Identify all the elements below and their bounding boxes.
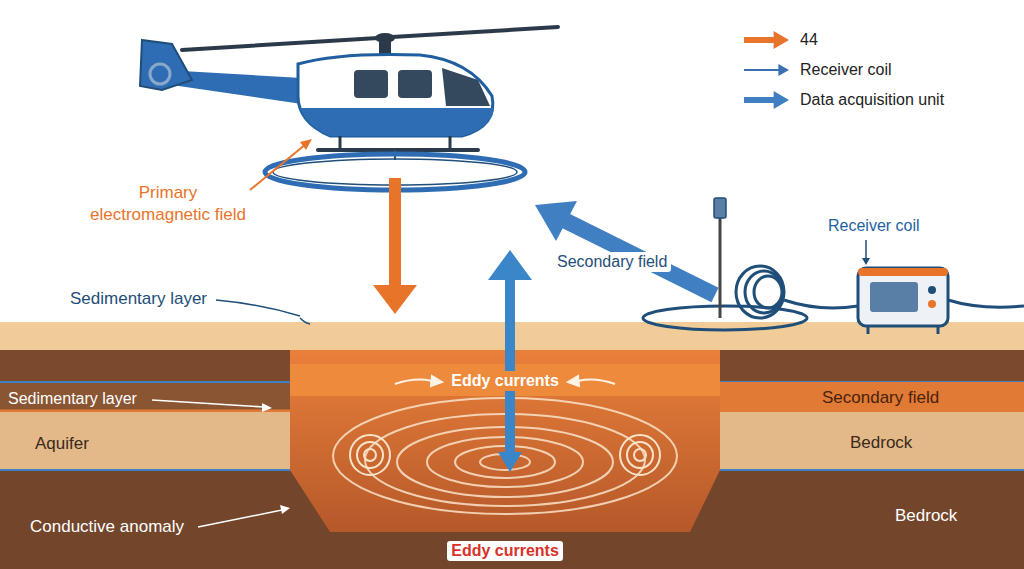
leader-lines-part [198, 510, 282, 527]
receiver-equipment-part [867, 326, 870, 334]
receiver-equipment-part-part [784, 300, 858, 308]
secondary-field-arrows-part [498, 452, 522, 472]
receiver-equipment [643, 198, 1024, 334]
legend-arrow [742, 30, 790, 50]
helicopter-part [140, 40, 192, 90]
layer-label: Aquifer [35, 433, 89, 454]
receiver-equipment-part [865, 240, 867, 260]
leader-lines-part [216, 300, 300, 316]
conductive-anomaly-zone-part-part [357, 442, 383, 468]
receiver-equipment-part-part [754, 276, 782, 308]
helicopter-part [150, 64, 170, 84]
receiver-equipment-part [714, 198, 726, 218]
layer-label: Bedrock [850, 432, 912, 453]
legend-row: 44 [742, 30, 818, 50]
legend-text: 44 [800, 31, 818, 49]
current-label: Eddy currents [447, 371, 563, 391]
layer-label: Sedimentary layer [70, 288, 207, 309]
helicopter-part [449, 136, 452, 150]
receiver-equipment-part [937, 326, 940, 334]
ground-strata-part [300, 318, 310, 324]
receiver-equipment-part [736, 266, 1024, 318]
leader-lines-part [152, 400, 264, 407]
leader-lines-part [300, 139, 312, 150]
layer-label: Sedimentary layer [8, 389, 137, 409]
helicopter-part [300, 108, 494, 136]
conductive-anomaly-zone-part-part [350, 435, 390, 475]
helicopter [140, 27, 558, 190]
legend-arrow-shaft [744, 97, 775, 103]
receiver-equipment-part [870, 282, 918, 312]
receiver-equipment-part [862, 258, 870, 265]
helicopter-part [318, 148, 478, 152]
field-label: Secondary field [553, 252, 671, 272]
ground-strata-part [720, 382, 1024, 412]
conductive-anomaly-zone-part-part [364, 449, 376, 461]
conductive-anomaly-zone-part-part [627, 442, 653, 468]
helicopter-part [339, 136, 342, 150]
secondary-field-arrows-part [488, 250, 532, 280]
leader-lines-part [262, 403, 272, 412]
conductive-anomaly-zone-part-part [578, 380, 615, 384]
receiver-equipment-part [719, 205, 722, 318]
secondary-field-arrows [488, 201, 715, 472]
conductive-anomaly-zone-part-part [431, 376, 442, 386]
helicopter-part [442, 68, 490, 106]
helicopter-part [354, 70, 388, 98]
conductive-anomaly-zone-part-part [634, 449, 646, 461]
anomaly-label: Conductive anomaly [30, 516, 184, 537]
legend-row: Data acquisition unit [742, 90, 944, 110]
leader-lines-part [280, 505, 290, 514]
layer-label: Bedrock [895, 505, 957, 526]
receiver-equipment-part-part [745, 271, 783, 313]
helicopter-part [392, 27, 558, 37]
legend-arrow [742, 90, 790, 110]
primary-field-arrow-part [389, 178, 401, 288]
equipment-label: Receiver coil [828, 216, 920, 236]
current-label: Eddy currents [447, 541, 563, 561]
receiver-equipment-part [858, 268, 948, 276]
secondary-field-arrows-part [535, 201, 577, 241]
secondary-field-arrows-part [505, 275, 515, 455]
receiver-equipment-part [928, 300, 936, 308]
receiver-equipment-part [858, 268, 948, 326]
legend-row: Receiver coil [742, 60, 892, 80]
legend-arrow-shaft [744, 69, 780, 71]
conductive-anomaly-zone-part-part [620, 435, 660, 475]
primary-field-arrow-part [373, 285, 417, 314]
receiver-equipment-part [643, 306, 807, 330]
receiver-equipment-part-part [948, 300, 1024, 307]
field-label: Primary electromagnetic field [78, 182, 258, 226]
helicopter-part [182, 38, 378, 50]
legend-arrow-shaft [744, 37, 775, 43]
helicopter-part [398, 70, 432, 98]
legend-arrow-head [774, 91, 789, 109]
legend-text: Receiver coil [800, 61, 892, 79]
primary-field-arrow [373, 178, 417, 314]
receiver-equipment-part [928, 286, 936, 294]
leader-lines-part [250, 144, 306, 190]
legend-arrow-head [774, 31, 789, 49]
legend-text: Data acquisition unit [800, 91, 944, 109]
legend-arrow-head [778, 64, 789, 76]
conductive-anomaly-zone-part-part [568, 376, 579, 386]
conductive-anomaly-zone-part-part [395, 380, 432, 384]
field-label: Secondary field [822, 387, 939, 408]
receiver-equipment-part-part [736, 266, 784, 318]
legend-arrow [742, 60, 790, 80]
